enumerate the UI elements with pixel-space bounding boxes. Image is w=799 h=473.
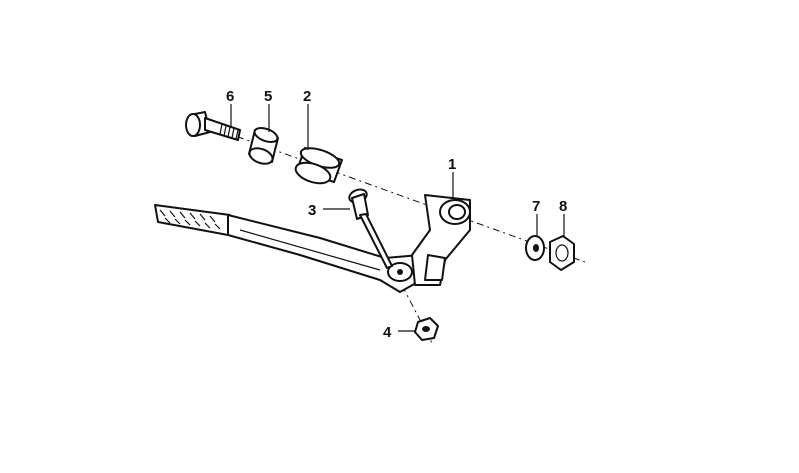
callout-7: 7: [532, 198, 540, 215]
part-7-washer: [525, 235, 545, 261]
part-2-sleeve: [294, 147, 343, 185]
callout-3: 3: [308, 202, 316, 219]
leader-lines: [230, 104, 565, 332]
callout-8: 8: [559, 198, 567, 215]
part-1-brake-pedal-lever: [154, 194, 471, 293]
part-3-clamp-bolt: [348, 188, 393, 269]
callout-1: 1: [448, 156, 456, 173]
part-8-hex-nut: [549, 235, 575, 271]
part-5-bushing: [248, 127, 279, 165]
part-6-bolt: [185, 111, 241, 141]
callout-4: 4: [383, 324, 392, 341]
callout-2: 2: [303, 88, 311, 105]
callout-5: 5: [264, 88, 272, 105]
part-4-nut: [414, 317, 439, 341]
callout-6: 6: [226, 88, 234, 105]
